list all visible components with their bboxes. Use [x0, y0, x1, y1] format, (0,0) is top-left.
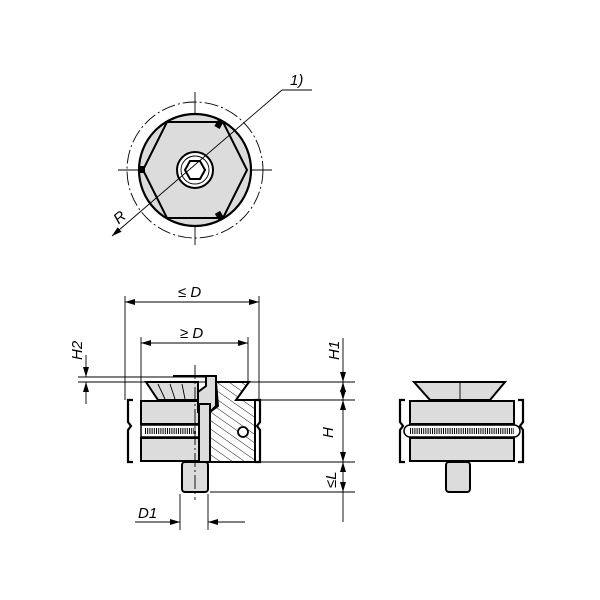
screw-inner-circle: [180, 155, 210, 185]
clamp-jaw-lower: [140, 437, 200, 462]
clamp-jaw-upper: [140, 400, 200, 425]
side-cone: [411, 381, 508, 401]
h2-label: H2: [69, 340, 86, 360]
note-label: 1): [290, 72, 303, 89]
side-view: [398, 381, 525, 493]
screw-shank: [198, 403, 211, 463]
min-diameter-label: ≥ D: [180, 325, 203, 342]
top-view: 1) R: [110, 72, 312, 245]
side-jaw-upper: [409, 400, 515, 425]
d1-label: D1: [138, 505, 157, 522]
ball-detail: [237, 426, 249, 438]
dashed-clamp-circle: [126, 101, 264, 239]
max-diameter-label: ≤ D: [178, 284, 201, 301]
side-pin: [445, 461, 471, 493]
hex-socket-icon: [183, 160, 207, 180]
clamp-marker: [139, 166, 145, 173]
clamp-marker: [214, 119, 224, 129]
radius-label: R: [110, 208, 129, 228]
side-jaw-lower: [409, 437, 515, 462]
clamp-marker: [214, 210, 224, 220]
h-label: H: [320, 427, 337, 438]
hatched-section: [209, 381, 256, 463]
l-label: ≤L: [323, 471, 340, 488]
hexagon-body: [141, 121, 249, 219]
leader-line: [111, 89, 283, 237]
h1-label: H1: [326, 341, 343, 360]
section-view: ≤ D ≥ D H2 H1 H: [69, 284, 355, 530]
